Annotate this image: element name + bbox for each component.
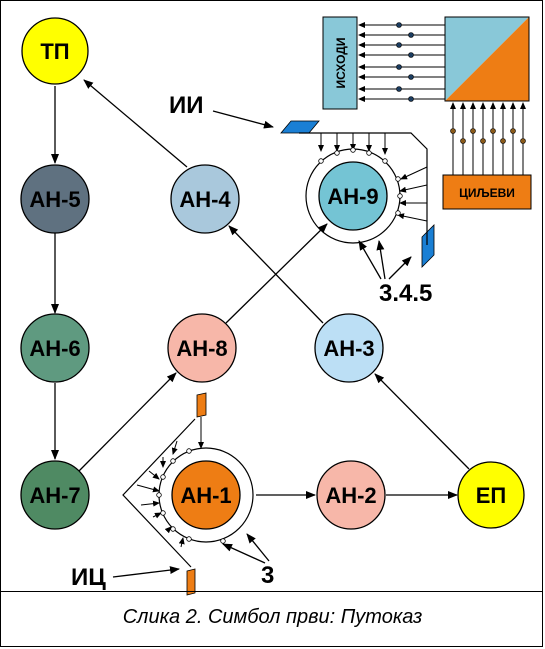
an9-ring-dots xyxy=(318,147,403,216)
an1-ticks xyxy=(136,417,204,548)
svg-text:АН-5: АН-5 xyxy=(29,187,80,212)
goal-connector-dots xyxy=(450,128,526,144)
svg-text:АН-6: АН-6 xyxy=(29,336,80,361)
outcomes-label: ИСХОДИ xyxy=(334,38,348,89)
edge-an3-an4 xyxy=(228,225,324,324)
svg-text:АН-9: АН-9 xyxy=(327,184,378,209)
node-tp: ТП xyxy=(21,17,89,85)
svg-text:АН-7: АН-7 xyxy=(29,483,80,508)
mapping-square xyxy=(444,16,530,102)
node-an6: АН-6 xyxy=(20,313,90,383)
edge-an4-tp xyxy=(83,79,188,168)
node-an4: АН-4 xyxy=(170,164,240,234)
svg-text:АН-8: АН-8 xyxy=(176,336,227,361)
node-an7: АН-7 xyxy=(20,460,90,530)
caption-divider xyxy=(1,591,542,592)
outcome-connector-dots xyxy=(396,22,414,102)
node-an3: АН-3 xyxy=(314,313,384,383)
label-345: 3.4.5 xyxy=(379,280,432,307)
node-an8: АН-8 xyxy=(167,313,237,383)
ii-slab-top xyxy=(280,120,320,134)
ic-slab-top xyxy=(196,392,207,418)
an1-bracket xyxy=(122,418,196,568)
svg-text:АН-2: АН-2 xyxy=(325,483,376,508)
ii-slab-right xyxy=(421,224,435,268)
svg-text:АН-4: АН-4 xyxy=(179,187,231,212)
goals-box xyxy=(442,174,532,210)
outcome-connectors xyxy=(358,22,445,102)
figure-caption: Слика 2. Симбол први: Путоказ xyxy=(122,606,423,628)
pointer-ii xyxy=(212,110,274,129)
svg-text:АН-1: АН-1 xyxy=(180,483,231,508)
node-ep: ЕП xyxy=(457,461,525,529)
goals-label: ЦИЉЕВИ xyxy=(459,186,515,200)
goal-connectors xyxy=(450,102,526,175)
pointers-3 xyxy=(222,533,270,564)
node-an2: АН-2 xyxy=(316,460,386,530)
node-an5: АН-5 xyxy=(20,164,90,234)
svg-text:АН-3: АН-3 xyxy=(323,336,374,361)
node-an9: АН-9 xyxy=(318,161,388,231)
label-ii: ИИ xyxy=(169,92,204,119)
svg-text:ЕП: ЕП xyxy=(476,483,507,508)
pointers-345 xyxy=(358,240,412,280)
outcomes-box xyxy=(322,16,358,110)
pointer-ic xyxy=(112,566,180,578)
label-3: 3 xyxy=(261,562,274,589)
ic-slab-bottom xyxy=(186,568,196,596)
edge-ep-an3 xyxy=(374,373,470,470)
node-an1: АН-1 xyxy=(171,460,241,530)
label-ic: ИЦ xyxy=(71,564,106,591)
edge-an7-an8 xyxy=(78,372,177,472)
edge-an8-an9 xyxy=(225,223,328,324)
an9-bracket xyxy=(299,132,428,245)
an1-ring-dots xyxy=(156,448,226,544)
an9-ticks xyxy=(318,133,428,222)
svg-text:ТП: ТП xyxy=(40,39,69,64)
